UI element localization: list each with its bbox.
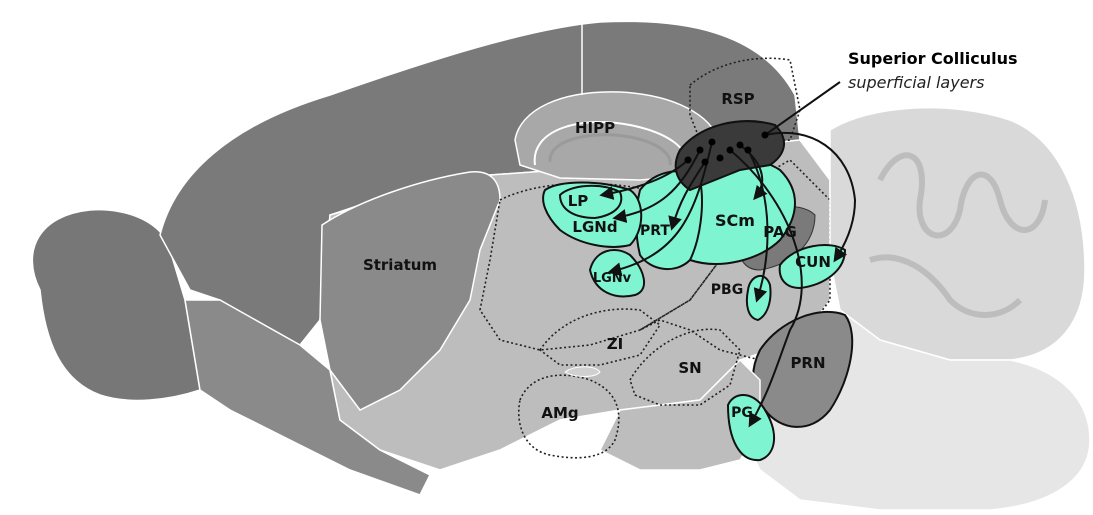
label-pbg: PBG <box>711 282 743 298</box>
label-sn: SN <box>678 359 701 377</box>
label-pg: PG <box>731 405 753 421</box>
label-cun: CUN <box>795 253 831 271</box>
label-amg: AMg <box>541 404 578 422</box>
neuron-dot <box>702 159 709 166</box>
label-lgnd: LGNd <box>572 218 617 236</box>
diagram-title: Superior Colliculus <box>848 49 1018 68</box>
neuron-dot <box>727 147 734 154</box>
label-lgnv: LGNv <box>593 271 632 286</box>
label-zi: ZI <box>607 335 623 353</box>
neuron-dot <box>685 157 692 164</box>
label-hipp: HIPP <box>575 119 615 137</box>
label-prn: PRN <box>790 354 825 372</box>
neuron-dot <box>762 132 769 139</box>
diagram-subtitle: superficial layers <box>848 73 984 92</box>
label-scm: SCm <box>715 211 755 230</box>
neuron-dot <box>745 147 752 154</box>
neuron-dot <box>709 139 716 146</box>
label-prt: PRT <box>640 223 670 239</box>
label-striatum: Striatum <box>363 256 437 274</box>
cerebellum-shape <box>830 108 1085 360</box>
label-pag: PAG <box>763 223 797 241</box>
neuron-dot <box>717 155 724 162</box>
label-lp: LP <box>568 192 589 210</box>
neuron-dot <box>737 142 744 149</box>
label-rsp: RSP <box>721 90 754 108</box>
neuron-dot <box>697 147 704 154</box>
